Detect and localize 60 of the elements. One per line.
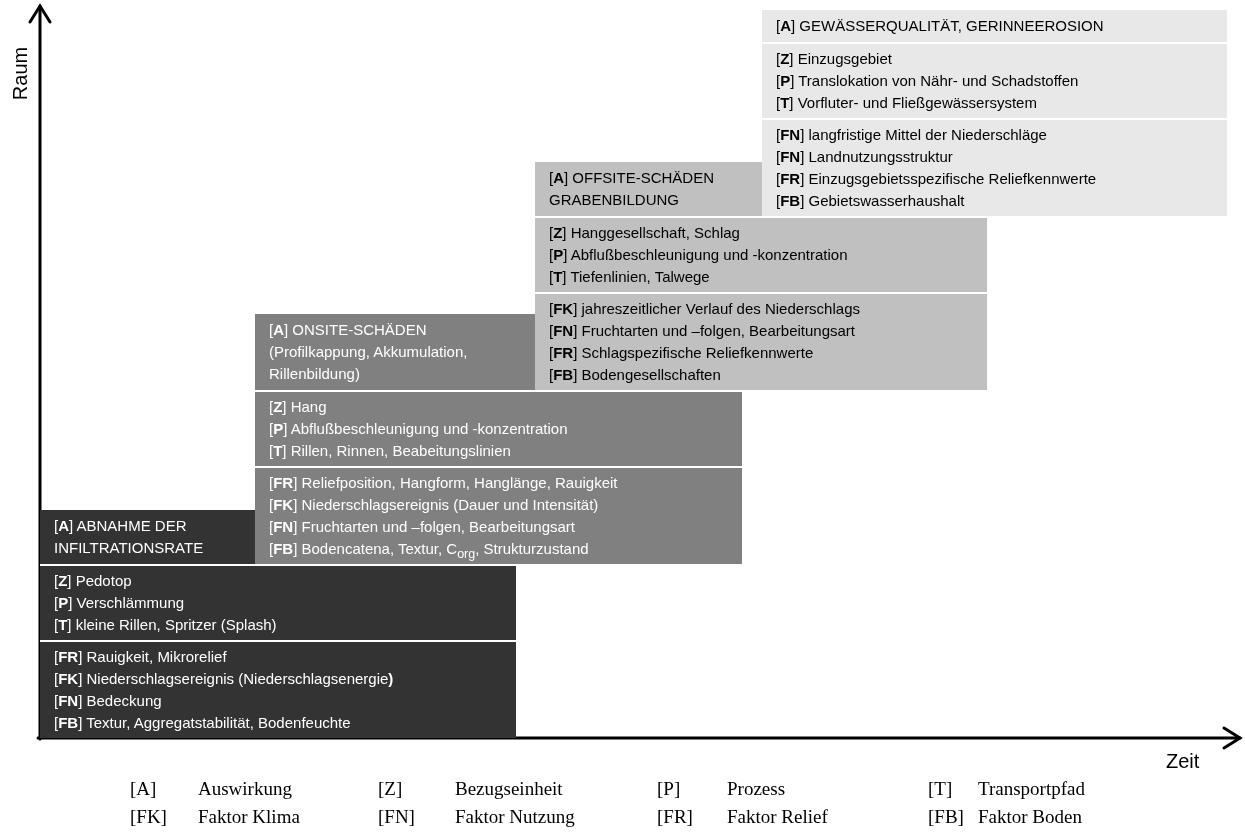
list-item: [FN] Landnutzungsstruktur [776, 147, 954, 167]
list-item: [FB] Bodengesellschaften [549, 365, 722, 385]
impact-header-box [40, 510, 255, 564]
legend-abbreviation: [FK] [130, 806, 167, 828]
unit-process-box [40, 564, 516, 640]
list-item: [Z] Hang [269, 397, 328, 417]
list-item: [FR] Reliefposition, Hangform, Hanglänge, Rauigkeit [269, 473, 619, 493]
list-item: [FN] Bedeckung [54, 691, 163, 711]
list-item: [FN] Fruchtarten und –folgen, Bearbeitungsart [549, 321, 856, 341]
list-item: [FR] Schlagspezifische Reliefkennwerte [549, 343, 815, 363]
list-item: [FK] jahreszeitlicher Verlauf des Niederschlags [549, 299, 861, 319]
impact-header-box [255, 314, 535, 390]
legend-description: Faktor Nutzung [455, 806, 575, 828]
axis-label: Raum [9, 46, 33, 101]
list-item: [T] Rillen, Rinnen, Beabeitungslinien [269, 441, 512, 461]
factor-box [762, 118, 1227, 216]
factor-box [40, 640, 516, 738]
legend-description: Faktor Boden [978, 806, 1082, 828]
legend-abbreviation: [FN] [378, 806, 415, 828]
legend-description: Auswirkung [198, 778, 292, 800]
list-item: [Z] Hanggesellschaft, Schlag [549, 223, 741, 243]
unit-process-box [535, 216, 987, 292]
unit-process-box [255, 390, 742, 466]
legend-description: Prozess [727, 778, 786, 800]
list-item: [T] Tiefenlinien, Talwege [549, 267, 711, 287]
list-item: [FK] Niederschlagsereignis (Niederschlagsenergie) [54, 669, 395, 689]
heading-text: [A] OFFSITE-SCHÄDEN GRABENBILDUNG [549, 168, 716, 210]
heading-text: [A] GEWÄSSERQUALITÄT, GERINNEEROSION [776, 16, 1105, 36]
list-item: [T] Vorfluter- und Fließgewässersystem [776, 93, 1038, 113]
list-item: [FB] Gebietswasserhaushalt [776, 191, 966, 211]
legend-abbreviation: [A] [130, 778, 157, 800]
heading-text: [A] ONSITE-SCHÄDEN (Profilkappung, Akkumulation, Rillenbildung) [269, 320, 469, 384]
list-item: [FR] Rauigkeit, Mikrorelief [54, 647, 228, 667]
legend-description: Bezugseinheit [455, 778, 563, 800]
legend-abbreviation: [Z] [378, 778, 403, 800]
list-item: [FB] Bodencatena, Textur, C$_{org}$, Strukturzustand [269, 539, 590, 563]
heading-text: [A] ABNAHME DER INFILTRATIONSRATE [54, 516, 205, 558]
list-item: [FK] Niederschlagsereignis (Dauer und Intensität) [269, 495, 600, 515]
list-item: [P] Verschlämmung [54, 593, 186, 613]
legend-description: Faktor Klima [198, 806, 300, 828]
list-item: [P] Translokation von Nähr- und Schadstoffen [776, 71, 1080, 91]
legend-description: Faktor Relief [727, 806, 828, 828]
legend-abbreviation: [FR] [657, 806, 693, 828]
list-item: [P] Abflußbeschleunigung und -konzentration [269, 419, 569, 439]
list-item: [FN] langfristige Mittel der Niederschläge [776, 125, 1048, 145]
list-item: [FN] Fruchtarten und –folgen, Bearbeitungsart [269, 517, 576, 537]
list-item: [Z] Einzugsgebiet [776, 49, 893, 69]
impact-header-box [535, 162, 762, 216]
legend-description: Transportpfad [978, 778, 1085, 800]
factor-box [535, 292, 987, 390]
list-item: [Z] Pedotop [54, 571, 133, 591]
list-item: [T] kleine Rillen, Spritzer (Splash) [54, 615, 278, 635]
list-item: [FB] Textur, Aggregatstabilität, Bodenfeuchte [54, 713, 352, 733]
factor-box [255, 466, 742, 564]
axis-label: Zeit [1166, 750, 1200, 773]
legend-abbreviation: [T] [928, 778, 953, 800]
list-item: [P] Abflußbeschleunigung und -konzentration [549, 245, 849, 265]
legend-abbreviation: [FB] [928, 806, 964, 828]
list-item: [FR] Einzugsgebietsspezifische Reliefkennwerte [776, 169, 1098, 189]
legend-abbreviation: [P] [657, 778, 681, 800]
